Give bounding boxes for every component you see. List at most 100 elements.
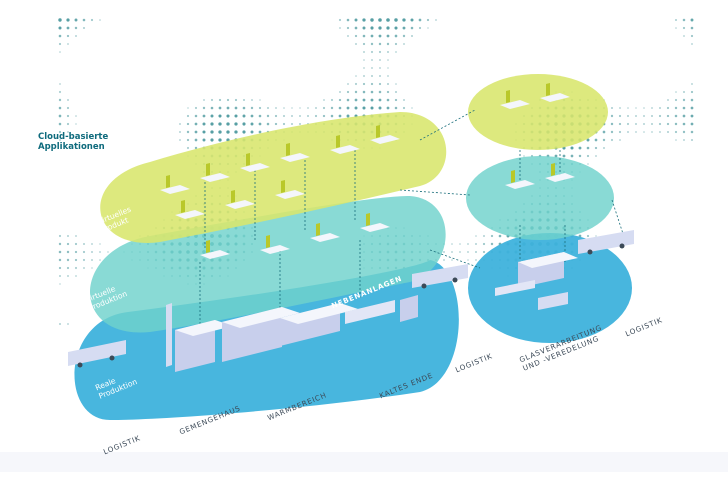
data-dot <box>178 130 182 134</box>
data-dot <box>354 18 358 22</box>
data-dot <box>362 90 366 94</box>
data-dot <box>690 34 694 38</box>
data-dot <box>371 67 373 69</box>
data-dot <box>626 122 630 126</box>
data-dot <box>66 34 70 38</box>
data-dot <box>258 122 262 126</box>
data-dot <box>242 122 246 126</box>
data-dot <box>378 90 382 94</box>
data-dot <box>226 106 230 110</box>
monitor <box>376 125 380 138</box>
product-glass-platform <box>468 74 608 150</box>
data-dot <box>490 234 494 238</box>
data-dot <box>370 50 374 54</box>
data-dot <box>587 163 589 165</box>
data-dot <box>99 259 101 261</box>
data-dot <box>370 34 374 38</box>
data-dot <box>498 234 502 238</box>
data-dot <box>402 34 406 38</box>
desk <box>160 185 190 194</box>
data-dot <box>59 139 61 141</box>
data-dot <box>467 243 469 245</box>
data-dot <box>275 107 277 109</box>
data-dot <box>226 122 230 126</box>
data-dot <box>107 251 109 253</box>
data-dot <box>570 154 574 158</box>
data-dot <box>683 35 685 37</box>
data-dot <box>370 90 374 94</box>
data-dot <box>250 122 254 126</box>
data-dot <box>674 114 678 118</box>
data-dot <box>74 258 78 262</box>
truck-right <box>578 230 634 255</box>
data-dot <box>194 138 198 142</box>
data-dot <box>75 235 77 237</box>
data-dot <box>290 114 294 118</box>
data-dot <box>475 259 477 261</box>
data-dot <box>394 90 398 94</box>
data-dot <box>66 258 70 262</box>
desk <box>175 210 205 219</box>
data-dot <box>395 83 397 85</box>
data-dot <box>666 130 670 134</box>
data-dot <box>58 122 62 126</box>
data-dot <box>226 130 230 134</box>
data-dot <box>626 114 630 118</box>
desk <box>240 163 270 172</box>
data-dot <box>610 138 614 142</box>
data-dot <box>330 98 334 102</box>
monitor <box>181 200 185 213</box>
data-dot <box>322 114 326 118</box>
data-dot <box>370 42 374 46</box>
virtual-glass-platform <box>466 156 614 240</box>
data-dot <box>218 106 222 110</box>
data-dot <box>451 259 453 261</box>
data-dot <box>250 106 254 110</box>
data-dot <box>378 82 382 86</box>
data-dot <box>179 139 181 141</box>
data-dot <box>467 251 469 253</box>
data-dot <box>58 234 62 238</box>
data-dot <box>410 26 414 30</box>
data-dot <box>594 146 598 150</box>
data-dot <box>202 130 206 134</box>
data-dot <box>594 138 598 142</box>
data-dot <box>643 107 645 109</box>
data-dot <box>402 106 406 110</box>
data-dot <box>242 130 246 134</box>
data-dot <box>371 59 373 61</box>
data-dot <box>619 107 621 109</box>
data-dot <box>346 114 350 118</box>
data-dot <box>347 35 349 37</box>
data-dot <box>586 138 590 142</box>
data-dot <box>690 130 694 134</box>
monitor <box>266 235 270 248</box>
data-dot <box>186 114 190 118</box>
data-dot <box>307 107 309 109</box>
data-dot <box>291 107 293 109</box>
data-dot <box>386 98 390 102</box>
data-dot <box>363 59 365 61</box>
desk <box>310 233 340 242</box>
monitor <box>366 213 370 226</box>
data-dot <box>74 18 78 22</box>
data-dot <box>459 251 461 253</box>
data-dot <box>586 234 590 238</box>
data-dot <box>378 106 382 110</box>
data-dot <box>387 75 389 77</box>
data-dot <box>386 42 390 46</box>
data-dot <box>234 114 238 118</box>
virtual-production-layer <box>90 156 614 333</box>
data-dot <box>595 235 597 237</box>
factory-buildings <box>166 252 578 372</box>
data-dot <box>67 43 69 45</box>
data-dot <box>91 243 93 245</box>
data-dot <box>690 26 694 30</box>
data-dot <box>82 250 86 254</box>
desk <box>275 190 305 199</box>
data-dot <box>386 18 390 22</box>
desk <box>225 200 255 209</box>
office-workstations <box>160 83 575 259</box>
data-dot <box>651 131 653 133</box>
data-dot <box>186 146 190 150</box>
